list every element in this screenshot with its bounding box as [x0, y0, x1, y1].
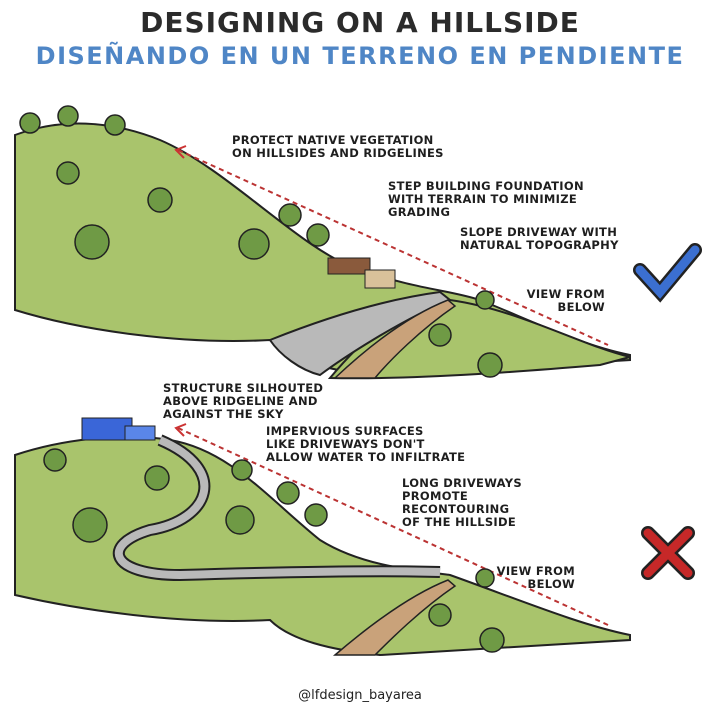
check-icon-fill [635, 245, 700, 299]
sightline-bottom [177, 427, 609, 626]
bad-hillside-scene [14, 417, 631, 657]
arrow-icon [174, 423, 187, 437]
bottom-soil-cut [332, 579, 457, 656]
top-soil-cut [333, 299, 457, 379]
tree-icon [475, 568, 495, 588]
tree-icon [144, 465, 170, 491]
good-hillside-scene [14, 122, 631, 380]
sightline-top [177, 149, 609, 346]
bottom-hill [14, 435, 631, 657]
stepped-house-lower [364, 269, 396, 289]
label-step-foundation: STEP BUILDING FOUNDATION WITH TERRAIN TO… [388, 179, 584, 219]
tree-icon [147, 187, 173, 213]
ridgetop-house-wing [124, 425, 156, 441]
tree-icon [74, 224, 110, 260]
tree-icon [56, 161, 80, 185]
page-subtitle: DISEÑANDO EN UN TERRENO EN PENDIENTE [35, 42, 685, 70]
tree-icon [306, 223, 330, 247]
tree-icon [57, 105, 79, 127]
label-slope-driveway: SLOPE DRIVEWAY WITH NATURAL TOPOGRAPHY [460, 225, 619, 252]
label-structure-silhouetted: STRUCTURE SILHOUTED ABOVE RIDGELINE AND … [163, 381, 324, 421]
tree-icon [43, 448, 67, 472]
tree-icon [278, 203, 302, 227]
tree-icon [19, 112, 41, 134]
tree-icon [479, 627, 505, 653]
tree-icon [304, 503, 328, 527]
tree-icon [428, 323, 452, 347]
stepped-house [327, 257, 371, 275]
tree-icon [477, 352, 503, 378]
label-impervious-surfaces: IMPERVIOUS SURFACES LIKE DRIVEWAYS DON'T… [266, 424, 466, 464]
label-view-from-below-top: VIEW FROM BELOW [526, 287, 605, 314]
winding-driveway-surface [114, 436, 441, 580]
tree-icon [72, 507, 108, 543]
page-title: DESIGNING ON A HILLSIDE [140, 6, 580, 39]
tree-icon [225, 505, 255, 535]
tree-icon [276, 481, 300, 505]
tree-icon [104, 114, 126, 136]
tree-icon [238, 228, 270, 260]
label-protect-vegetation: PROTECT NATIVE VEGETATION ON HILLSIDES A… [232, 133, 444, 160]
label-view-from-below-bottom: VIEW FROM BELOW [496, 564, 575, 591]
label-long-driveways: LONG DRIVEWAYS PROMOTE RECONTOURING OF T… [402, 476, 522, 529]
tree-icon [231, 459, 253, 481]
trees [19, 105, 505, 653]
credit-handle: @lfdesign_bayarea [298, 688, 422, 703]
arrow-icon [174, 145, 187, 159]
tree-icon [475, 290, 495, 310]
tree-icon [428, 603, 452, 627]
x-icon-fill [643, 528, 693, 578]
